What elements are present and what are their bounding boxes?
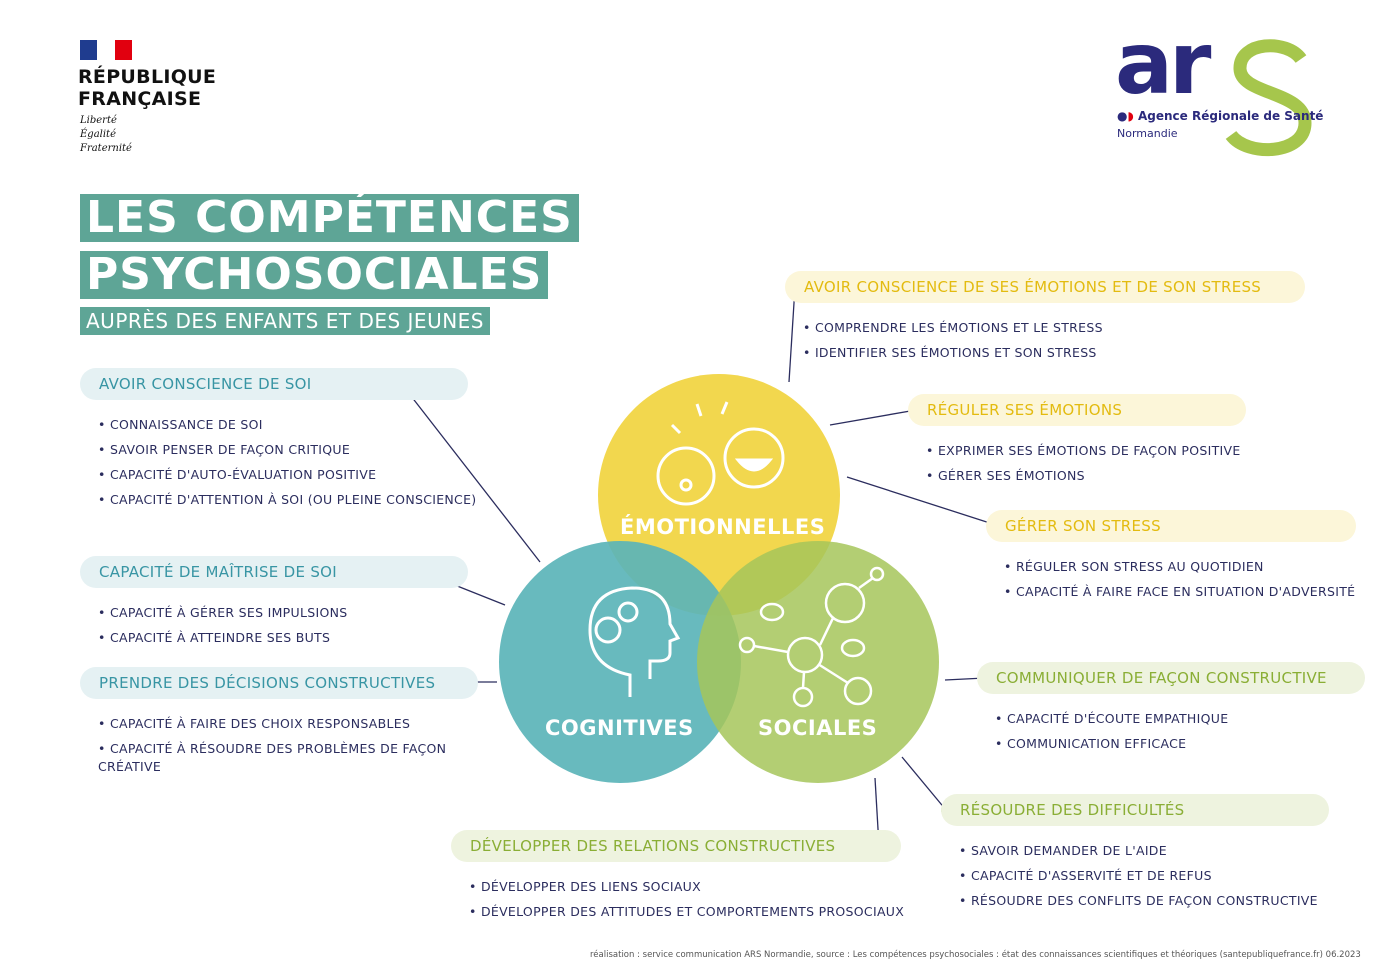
section-title: GÉRER SON STRESS	[986, 510, 1356, 542]
section-title: AVOIR CONSCIENCE DE SOI	[80, 368, 468, 400]
section-title: RÉSOUDRE DES DIFFICULTÉS	[941, 794, 1329, 826]
list-item: • CAPACITÉ À RÉSOUDRE DES PROBLÈMES DE F…	[98, 741, 447, 774]
section-items: • RÉGULER SON STRESS AU QUOTIDIEN • CAPAC…	[1004, 554, 1355, 604]
section-items: • DÉVELOPPER DES LIENS SOCIAUX • DÉVELOPP…	[469, 874, 904, 924]
ars-logo-ar: ar	[1115, 14, 1211, 114]
section-items: • EXPRIMER SES ÉMOTIONS DE FAÇON POSITIV…	[926, 438, 1241, 488]
section-title: RÉGULER SES ÉMOTIONS	[908, 394, 1246, 426]
list-item: • CAPACITÉ D'AUTO-ÉVALUATION POSITIVE	[98, 467, 377, 482]
section-items: • SAVOIR DEMANDER DE L'AIDE • CAPACITÉ D'…	[959, 838, 1318, 913]
list-item: • CAPACITÉ À FAIRE FACE EN SITUATION D'A…	[1004, 584, 1356, 599]
section-items: • COMPRENDRE LES ÉMOTIONS ET LE STRESS • …	[803, 315, 1103, 365]
circle-label-emotionnelles: ÉMOTIONNELLES	[620, 515, 826, 539]
list-item: • CONNAISSANCE DE SOI	[98, 417, 263, 432]
list-item: • CAPACITÉ D'ÉCOUTE EMPATHIQUE	[995, 711, 1229, 726]
section-title: PRENDRE DES DÉCISIONS CONSTRUCTIVES	[80, 667, 478, 699]
ars-logo: ar ●◗ Agence Régionale de Santé Normandi…	[1115, 21, 1323, 160]
ars-logo-s-icon	[1225, 39, 1312, 157]
list-item: • COMMUNICATION EFFICACE	[995, 736, 1187, 751]
page-subtitle: AUPRÈS DES ENFANTS ET DES JEUNES	[80, 307, 491, 335]
republique-francaise-flag-icon	[80, 40, 132, 60]
section-title: AVOIR CONSCIENCE DE SES ÉMOTIONS ET DE S…	[785, 271, 1305, 303]
section-items: • CAPACITÉ À FAIRE DES CHOIX RESPONSABLE…	[98, 711, 446, 776]
head-gears-icon	[588, 586, 681, 697]
circle-sociales	[697, 541, 939, 783]
list-item: • SAVOIR PENSER DE FAÇON CRITIQUE	[98, 442, 351, 457]
list-item: • COMPRENDRE LES ÉMOTIONS ET LE STRESS	[803, 320, 1103, 335]
footer-credits: réalisation : service communication ARS …	[590, 950, 1361, 960]
section-items: • CAPACITÉ D'ÉCOUTE EMPATHIQUE • COMMUNIC…	[995, 706, 1228, 756]
republique-francaise-name: RÉPUBLIQUE FRANÇAISE	[78, 66, 217, 110]
list-item: • CAPACITÉ D'ATTENTION À SOI (OU PLEINE …	[98, 492, 477, 507]
emotions-faces-icon	[656, 401, 785, 506]
list-item: • IDENTIFIER SES ÉMOTIONS ET SON STRESS	[803, 345, 1097, 360]
circle-label-cognitives: COGNITIVES	[545, 716, 694, 740]
list-item: • GÉRER SES ÉMOTIONS	[926, 468, 1085, 483]
list-item: • EXPRIMER SES ÉMOTIONS DE FAÇON POSITIV…	[926, 443, 1241, 458]
list-item: • SAVOIR DEMANDER DE L'AIDE	[959, 843, 1167, 858]
list-item: • DÉVELOPPER DES LIENS SOCIAUX	[469, 879, 701, 894]
republique-motto: Liberté Égalité Fraternité	[80, 115, 132, 154]
circle-label-sociales: SOCIALES	[758, 716, 878, 740]
list-item: • CAPACITÉ À ATTEINDRE SES BUTS	[98, 630, 331, 645]
page-title-line2: PSYCHOSOCIALES	[80, 251, 549, 299]
list-item: • CAPACITÉ À FAIRE DES CHOIX RESPONSABLE…	[98, 716, 411, 731]
page-title-line1: LES COMPÉTENCES	[80, 194, 579, 242]
list-item: • RÉGULER SON STRESS AU QUOTIDIEN	[1004, 559, 1264, 574]
social-network-icon	[738, 566, 885, 708]
list-item: • DÉVELOPPER DES ATTITUDES ET COMPORTEME…	[469, 904, 905, 919]
section-title: DÉVELOPPER DES RELATIONS CONSTRUCTIVES	[451, 830, 901, 862]
ars-agency-name: ●◗ Agence Régionale de Santé	[1117, 109, 1324, 123]
list-item: • RÉSOUDRE DES CONFLITS DE FAÇON CONSTRU…	[959, 893, 1318, 908]
list-item: • CAPACITÉ À GÉRER SES IMPULSIONS	[98, 605, 348, 620]
list-item: • CAPACITÉ D'ASSERVITÉ ET DE REFUS	[959, 868, 1212, 883]
section-items: • CONNAISSANCE DE SOI • SAVOIR PENSER DE …	[98, 412, 476, 512]
section-title: COMMUNIQUER DE FAÇON CONSTRUCTIVE	[977, 662, 1365, 694]
ars-region: Normandie	[1117, 127, 1178, 140]
section-items: • CAPACITÉ À GÉRER SES IMPULSIONS • CAPAC…	[98, 600, 347, 650]
section-title: CAPACITÉ DE MAÎTRISE DE SOI	[80, 556, 468, 588]
circle-cognitives	[499, 541, 741, 783]
